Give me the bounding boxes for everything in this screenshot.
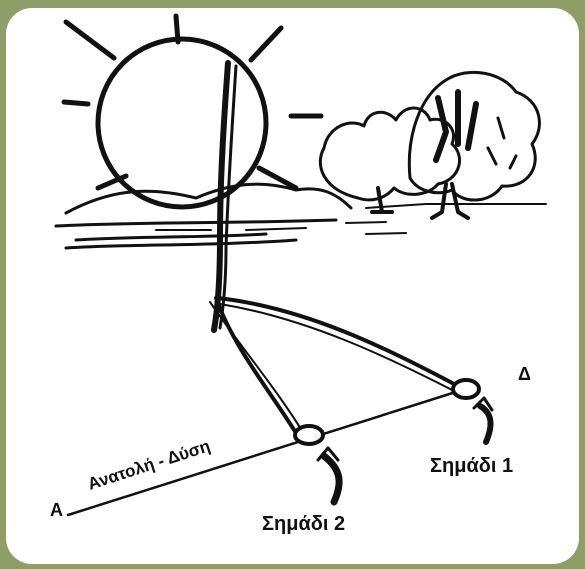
trees-icon xyxy=(320,72,539,218)
marker-2-stone-icon xyxy=(295,426,323,444)
label-marker-1: Σημάδι 1 xyxy=(430,455,513,477)
marker-1-arrow-icon xyxy=(474,398,492,442)
label-east: Δ xyxy=(518,364,531,384)
marker-1-stone-icon xyxy=(453,380,479,398)
marker-2-arrow-icon xyxy=(318,448,339,502)
hills-icon xyxy=(56,184,546,248)
shadow-lines xyxy=(68,298,462,515)
sun-icon xyxy=(64,16,321,207)
east-west-line xyxy=(68,390,462,515)
shadow-stick-diagram: Α Δ Ανατολή - Δύση Σημάδι 1 Σημάδι 2 xyxy=(6,8,579,564)
diagram-card: Α Δ Ανατολή - Δύση Σημάδι 1 Σημάδι 2 xyxy=(6,8,579,564)
label-west: Α xyxy=(50,500,63,520)
label-east-west: Ανατολή - Δύση xyxy=(85,436,212,493)
label-marker-2: Σημάδι 2 xyxy=(262,513,345,535)
